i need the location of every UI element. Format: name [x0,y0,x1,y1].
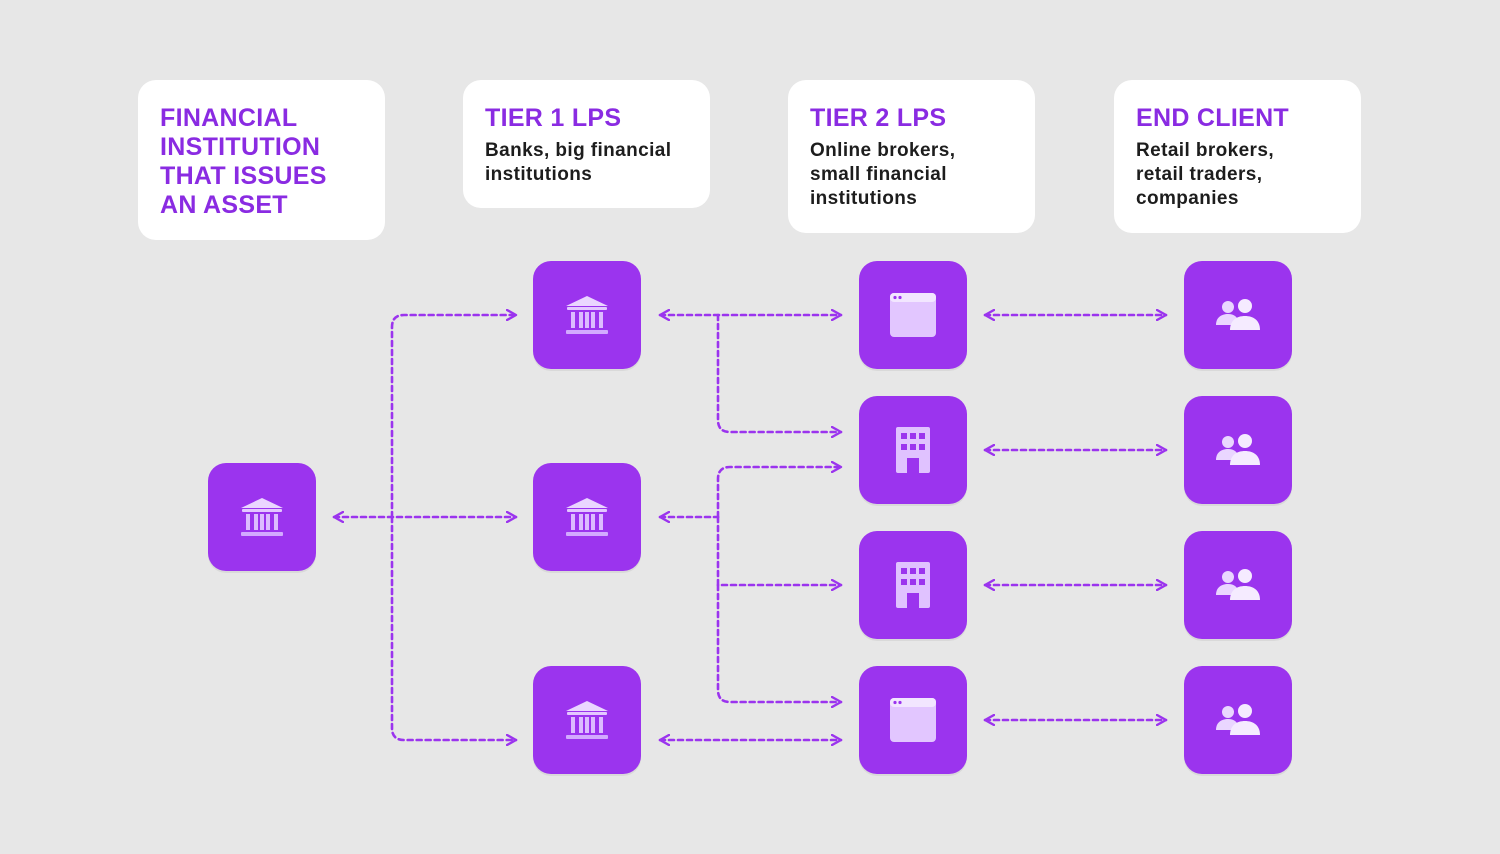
users-icon [1216,299,1260,330]
users-icon [1216,434,1260,465]
tier2-node-1 [859,261,967,369]
issuer-node [208,463,316,571]
client-node-2 [1184,396,1292,504]
client-node-3 [1184,531,1292,639]
users-icon [1216,704,1260,735]
card-tier2: TIER 2 LPS Online brokers, small financi… [788,80,1035,233]
card-issuer: FINANCIAL INSTITUTION THAT ISSUES AN ASS… [138,80,385,240]
bank-icon [566,296,608,334]
office-building-icon [896,562,930,608]
card-tier1: TIER 1 LPS Banks, big financial institut… [463,80,710,208]
card-desc-tier2: Online brokers, small financial institut… [810,140,956,209]
card-end-client: END CLIENT Retail brokers, retail trader… [1114,80,1361,233]
card-title-tier2: TIER 2 LPS [810,104,947,132]
browser-window-icon [890,698,936,742]
office-building-icon [896,427,930,473]
tier2-node-3 [859,531,967,639]
card-desc-end-client: Retail brokers, retail traders, companie… [1136,140,1274,209]
arrow-tier1a-tier2b [716,313,843,432]
tier1-node-1 [533,261,641,369]
card-title-end-client: END CLIENT [1136,104,1289,132]
arrow-tier1b-tier2d [716,583,843,702]
client-node-1 [1184,261,1292,369]
arrow-tier1b-tier2b [716,467,843,519]
tier1-node-2 [533,463,641,571]
browser-window-icon [890,293,936,337]
arrow-issuer-tier1-top [390,315,518,519]
bank-icon [566,701,608,739]
card-title-issuer: FINANCIAL INSTITUTION THAT ISSUES AN ASS… [160,104,327,219]
tier2-node-4 [859,666,967,774]
arrow-tier1b-tier2c [716,515,843,585]
arrow-issuer-tier1-bottom [390,515,518,740]
bank-icon [566,498,608,536]
bank-icon [241,498,283,536]
client-node-4 [1184,666,1292,774]
users-icon [1216,569,1260,600]
card-desc-tier1: Banks, big financial institutions [485,140,672,185]
tier1-node-3 [533,666,641,774]
card-title-tier1: TIER 1 LPS [485,104,622,132]
tier2-node-2 [859,396,967,504]
